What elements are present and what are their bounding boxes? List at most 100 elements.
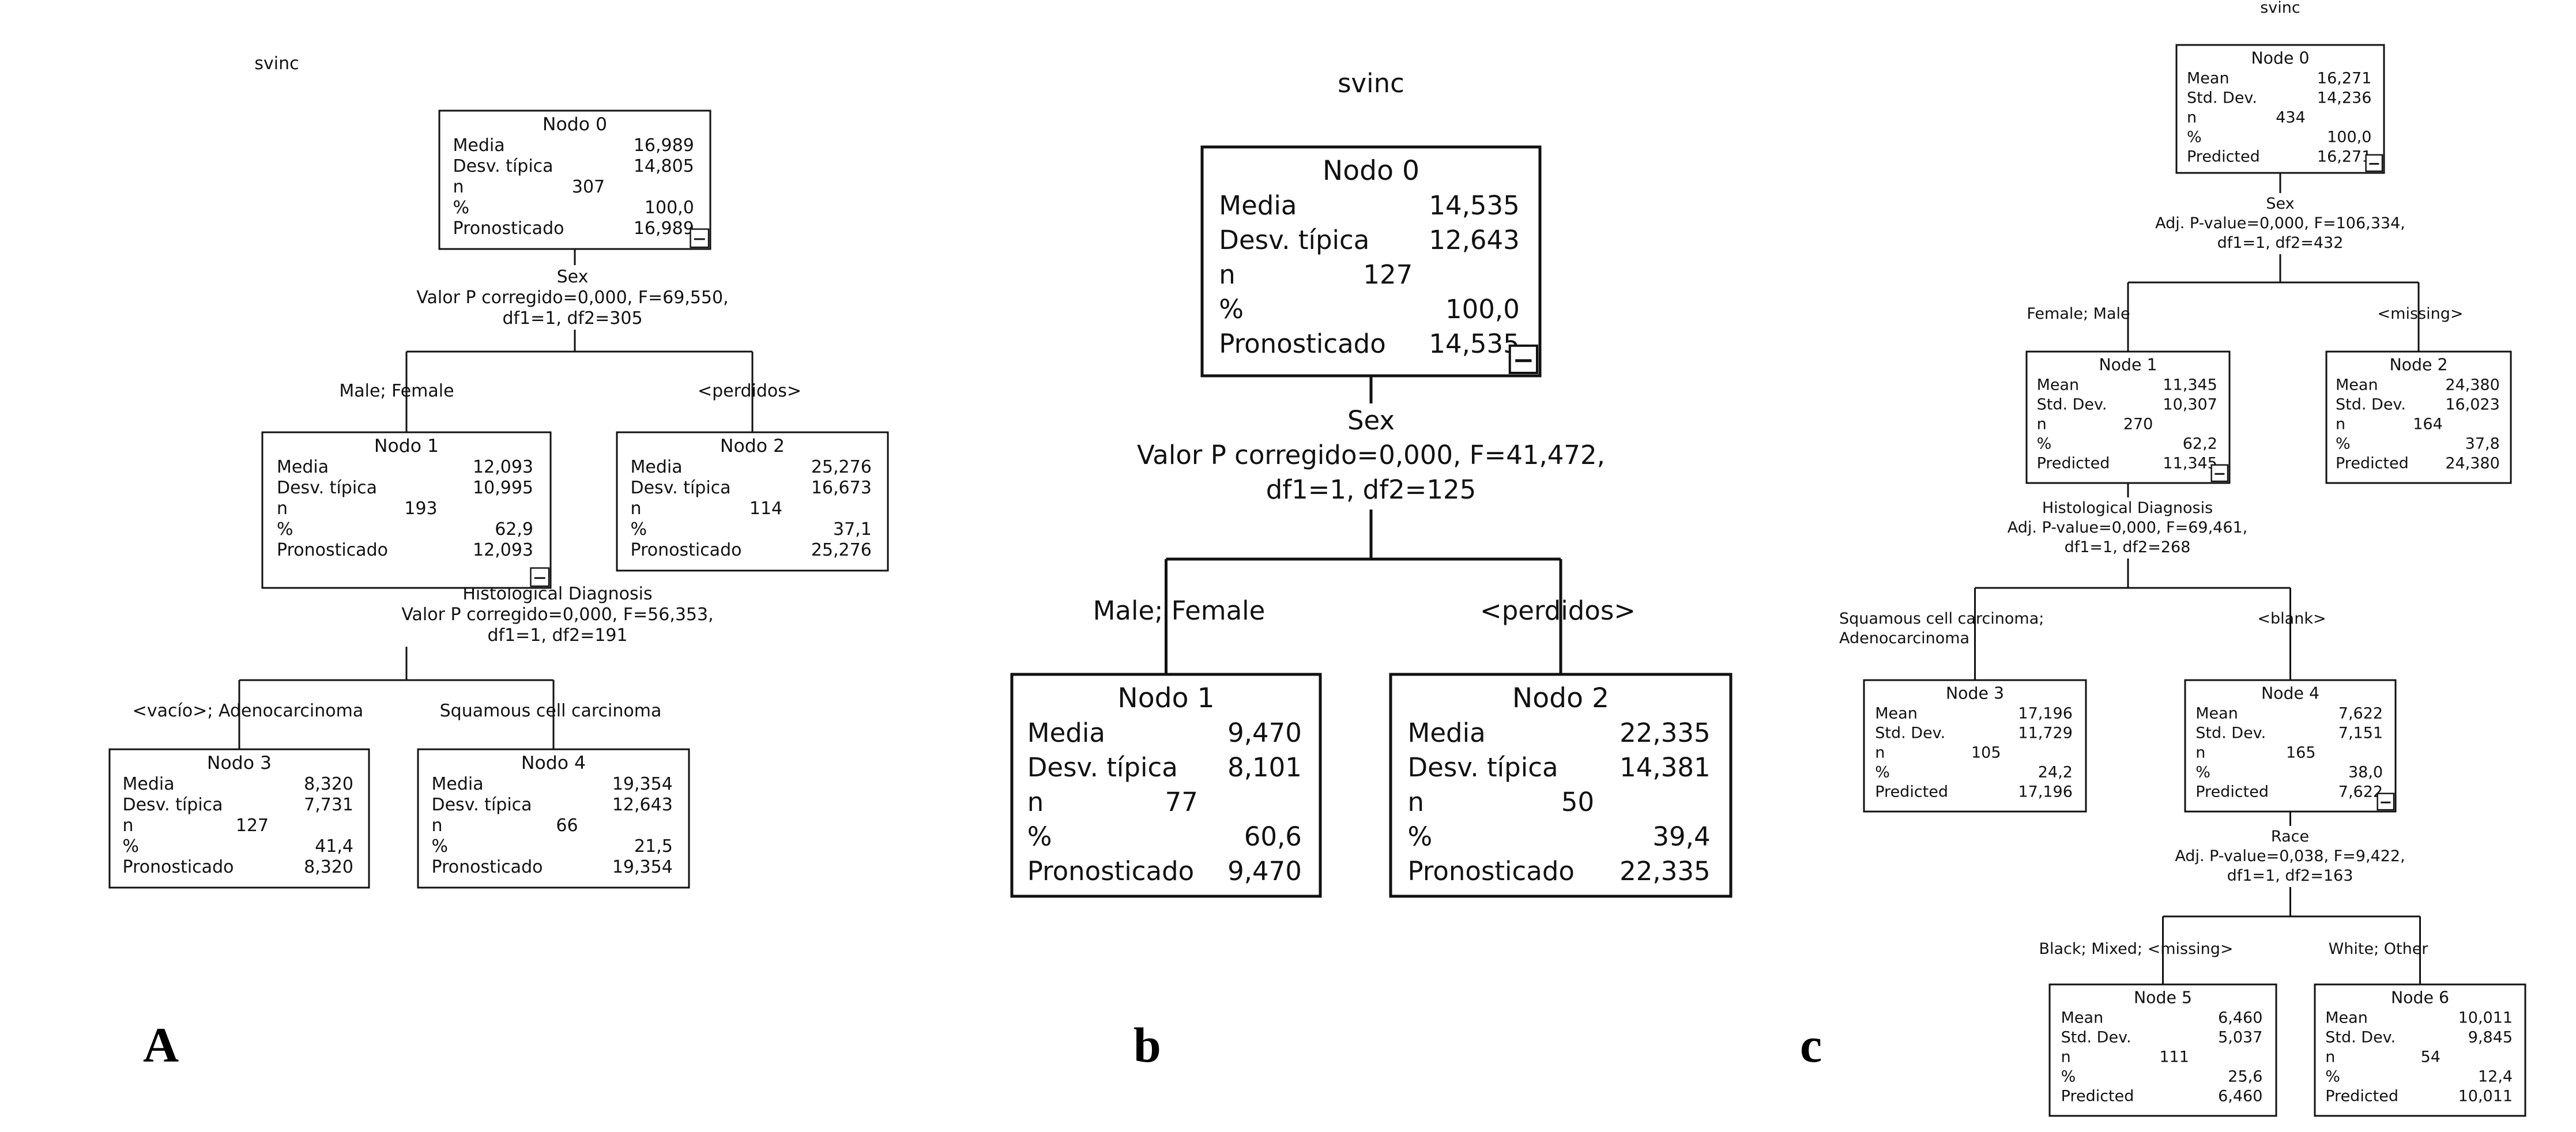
node-stat-value: 12,093 bbox=[473, 457, 533, 477]
node-stat-label: Pronosticado bbox=[1408, 856, 1575, 886]
node-stat-value: 39,4 bbox=[1652, 821, 1710, 852]
node-title: Nodo 1 bbox=[374, 436, 439, 456]
split-label-line: df1=1, df2=163 bbox=[2227, 867, 2353, 885]
node-title: Node 1 bbox=[2099, 355, 2157, 374]
node-stat-label: % bbox=[631, 519, 647, 539]
node-stat-label: Pronosticado bbox=[453, 218, 564, 239]
node-stat-label: Predicted bbox=[2325, 1087, 2398, 1105]
node-stat-label: % bbox=[2187, 128, 2202, 146]
node-stat-value: 5,037 bbox=[2218, 1028, 2262, 1046]
node-stat-label: Mean bbox=[2336, 376, 2378, 394]
node-box bbox=[1200, 145, 1542, 378]
collapse-icon-frame bbox=[2210, 464, 2229, 482]
node-stat-value: 24,380 bbox=[2445, 454, 2499, 472]
node-stat-value: 12,643 bbox=[612, 795, 673, 815]
node-box bbox=[108, 748, 370, 889]
node-stat-value: 10,011 bbox=[2458, 1087, 2513, 1105]
node-stat-label: % bbox=[1408, 821, 1433, 852]
node-stat-value: 16,023 bbox=[2445, 395, 2499, 413]
node-stat-label: n bbox=[432, 816, 443, 836]
collapse-icon-frame bbox=[2377, 793, 2395, 811]
node-stat-value: 9,845 bbox=[2468, 1028, 2513, 1046]
node-stat-value: 12,4 bbox=[2478, 1067, 2513, 1085]
node-stat-label: % bbox=[2336, 435, 2351, 452]
node-stat-value: 270 bbox=[2123, 415, 2153, 433]
branch-label: <perdidos> bbox=[1480, 595, 1636, 626]
node-stat-value: 7,151 bbox=[2338, 724, 2383, 742]
split-label-line: df1=1, df2=191 bbox=[487, 625, 627, 646]
split-label-line: df1=1, df2=125 bbox=[1266, 474, 1477, 505]
node-stat-label: % bbox=[277, 519, 293, 539]
node-stat-label: Media bbox=[277, 457, 329, 477]
panel-letter: A bbox=[143, 1017, 179, 1073]
node-box bbox=[2184, 679, 2397, 813]
node-stat-value: 127 bbox=[1363, 259, 1413, 290]
node-box bbox=[1389, 673, 1733, 898]
collapse-icon[interactable] bbox=[2377, 793, 2395, 811]
branch-label: Female; Male bbox=[2027, 305, 2130, 323]
node-stat-label: Pronosticado bbox=[432, 857, 543, 877]
node-stat-value: 24,380 bbox=[2445, 376, 2499, 394]
node-stat-label: Desv. típica bbox=[453, 156, 553, 176]
node-stat-value: 12,643 bbox=[1429, 225, 1519, 255]
collapse-icon[interactable] bbox=[1508, 344, 1538, 374]
node-stat-label: Mean bbox=[2061, 1009, 2104, 1027]
node-stat-label: n bbox=[2037, 415, 2047, 433]
node-stat-label: Mean bbox=[2325, 1009, 2368, 1027]
node-stat-label: % bbox=[1875, 763, 1890, 781]
node-stat-label: n bbox=[631, 499, 642, 519]
node-stat-value: 16,673 bbox=[811, 478, 872, 498]
node-stat-label: n bbox=[453, 177, 464, 197]
node-stat-value: 11,345 bbox=[2163, 454, 2217, 472]
panel-letter: b bbox=[1133, 1017, 1161, 1073]
collapse-icon[interactable] bbox=[2210, 464, 2229, 482]
node-stat-value: 10,307 bbox=[2163, 395, 2217, 413]
node-stat-value: 25,276 bbox=[811, 457, 872, 477]
node-stat-value: 8,101 bbox=[1227, 752, 1302, 783]
node-stat-label: n bbox=[1027, 787, 1044, 817]
branch-label: <perdidos> bbox=[698, 381, 801, 401]
branch-label-line: Male; Female bbox=[1093, 595, 1266, 626]
collapse-icon[interactable] bbox=[690, 228, 710, 248]
node-stat-value: 37,8 bbox=[2465, 435, 2500, 452]
node-stat-label: Media bbox=[453, 135, 505, 156]
node-stat-label: Std. Dev. bbox=[2325, 1028, 2396, 1046]
collapse-icon[interactable] bbox=[2365, 154, 2383, 172]
node-title: Nodo 0 bbox=[1323, 155, 1419, 187]
split-label-line: Adj. P-value=0,000, F=69,461, bbox=[2008, 519, 2248, 537]
node-stat-value: 100,0 bbox=[2327, 128, 2371, 146]
node-stat-value: 111 bbox=[2159, 1048, 2189, 1066]
node-stat-label: Std. Dev. bbox=[1875, 724, 1945, 742]
node-stat-label: % bbox=[432, 836, 449, 856]
branch-label-line: <blank> bbox=[2257, 610, 2326, 628]
node-stat-label: Desv. típica bbox=[277, 478, 377, 498]
node-box bbox=[261, 431, 552, 589]
node-box bbox=[417, 748, 690, 889]
target-variable-label: svinc bbox=[254, 54, 299, 74]
node-stat-label: % bbox=[1027, 821, 1052, 852]
node-title: Nodo 1 bbox=[1117, 682, 1214, 714]
node-stat-value: 12,093 bbox=[473, 540, 533, 560]
split-label-line: Valor P corregido=0,000, F=69,550, bbox=[416, 288, 728, 308]
branch-label-line: Squamous cell carcinoma bbox=[440, 701, 662, 721]
branch-label-line: Male; Female bbox=[339, 381, 454, 401]
split-label-backdrop bbox=[2152, 826, 2428, 887]
node-box bbox=[2325, 350, 2512, 484]
collapse-icon[interactable] bbox=[530, 567, 550, 587]
node-stat-value: 17,196 bbox=[2018, 704, 2072, 722]
split-label-line: Sex bbox=[557, 267, 589, 287]
node-stat-value: 54 bbox=[2421, 1048, 2441, 1066]
